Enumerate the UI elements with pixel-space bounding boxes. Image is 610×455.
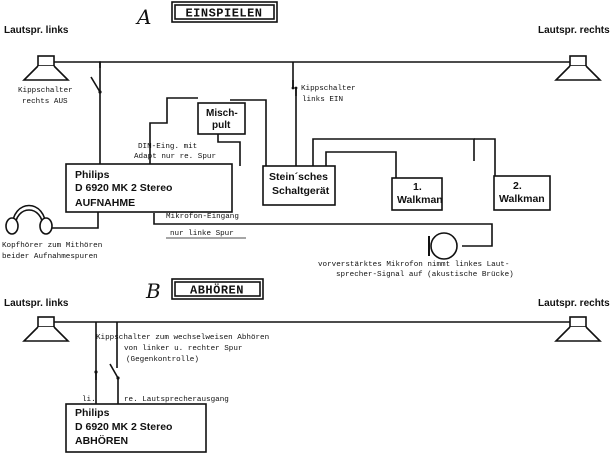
headphones-label-2: beider Aufnahmespuren [2, 253, 98, 261]
mic-input-label: Mikrofon-Eingang [166, 213, 239, 221]
switch-b-label-1: Kippschalter zum wechselweisen Abhören [96, 334, 269, 342]
switch-b-label-2: von linker u. rechter Spur [124, 345, 242, 353]
walkman-1-box [391, 177, 443, 211]
mischpult-label-2: pult [212, 120, 231, 131]
speaker-left-b-icon [22, 316, 70, 342]
mic-input-note: nur linke Spur [170, 230, 234, 238]
section-b-title: ABHÖREN [190, 282, 244, 298]
switch-left-a-label-2: links EIN [302, 96, 343, 104]
headphones-icon [5, 204, 53, 235]
philips-a-label-3: AUFNAHME [75, 197, 135, 209]
section-a-title-inner [174, 4, 275, 20]
switch-right-a-icon [90, 76, 102, 94]
din-input-label-2: Adapt nur re. Spur [134, 153, 216, 161]
speaker-left-label-a: Lautspr. links [4, 25, 69, 36]
philips-recorder-a-box [65, 163, 233, 213]
mic-note-line-1: vorverstärktes Mikrofon nimmt linkes Lau… [318, 261, 509, 269]
walkman-2-label-2: Walkman [499, 193, 545, 205]
philips-a-label-1: Philips [75, 169, 110, 181]
headphones-label-1: Kopfhörer zum Mithören [2, 242, 102, 250]
speaker-right-label-b: Lautspr. rechts [538, 298, 610, 309]
speaker-right-a-icon [554, 55, 602, 81]
schaltgeraet-box [262, 165, 336, 206]
speaker-left-label-b: Lautspr. links [4, 298, 69, 309]
mischpult-box [197, 102, 246, 135]
switch-right-a-label-2: rechts AUS [22, 98, 68, 106]
speaker-right-b-icon [554, 316, 602, 342]
section-a-title: EINSPIELEN [185, 7, 262, 21]
philips-b-label-1: Philips [75, 407, 110, 419]
walkman-2-box [493, 175, 551, 211]
speaker-right-label-a: Lautspr. rechts [538, 25, 610, 36]
speaker-left-a-icon [22, 55, 70, 81]
schaltgeraet-label-1: Stein´sches [269, 171, 328, 183]
mischpult-label-1: Misch- [206, 108, 238, 119]
philips-b-label-2: D 6920 MK 2 Stereo [75, 421, 172, 433]
mic-note-line-2: sprecher-Signal auf (akustische Brücke) [336, 271, 514, 279]
wires-a [50, 61, 570, 247]
switch-left-a-label-1: Kippschalter [301, 85, 356, 93]
section-b-title-inner [174, 281, 261, 297]
philips-a-label-2: D 6920 MK 2 Stereo [75, 182, 172, 194]
philips-recorder-b-box [65, 403, 207, 453]
microphone-icon [428, 232, 458, 260]
din-input-label-1: DIN-Eing. mit [138, 143, 197, 151]
walkman-1-label-1: 1. [413, 181, 422, 193]
toggle-switch-b-icon [94, 363, 120, 380]
section-a-letter: A [135, 5, 151, 29]
walkman-2-label-1: 2. [513, 180, 522, 192]
switch-right-a-label-1: Kippschalter [18, 87, 73, 95]
schaltgeraet-label-2: Schaltgerät [272, 185, 330, 197]
left-channel-label: li. [82, 396, 96, 404]
switch-b-label-3: (Gegenkontrolle) [126, 356, 199, 364]
philips-b-label-3: ABHÖREN [75, 434, 128, 447]
right-output-label: re. Lautsprecherausgang [124, 396, 229, 404]
walkman-1-label-2: Walkman [397, 194, 443, 206]
switch-left-a-icon [291, 80, 298, 96]
section-b-letter: B [145, 279, 161, 303]
